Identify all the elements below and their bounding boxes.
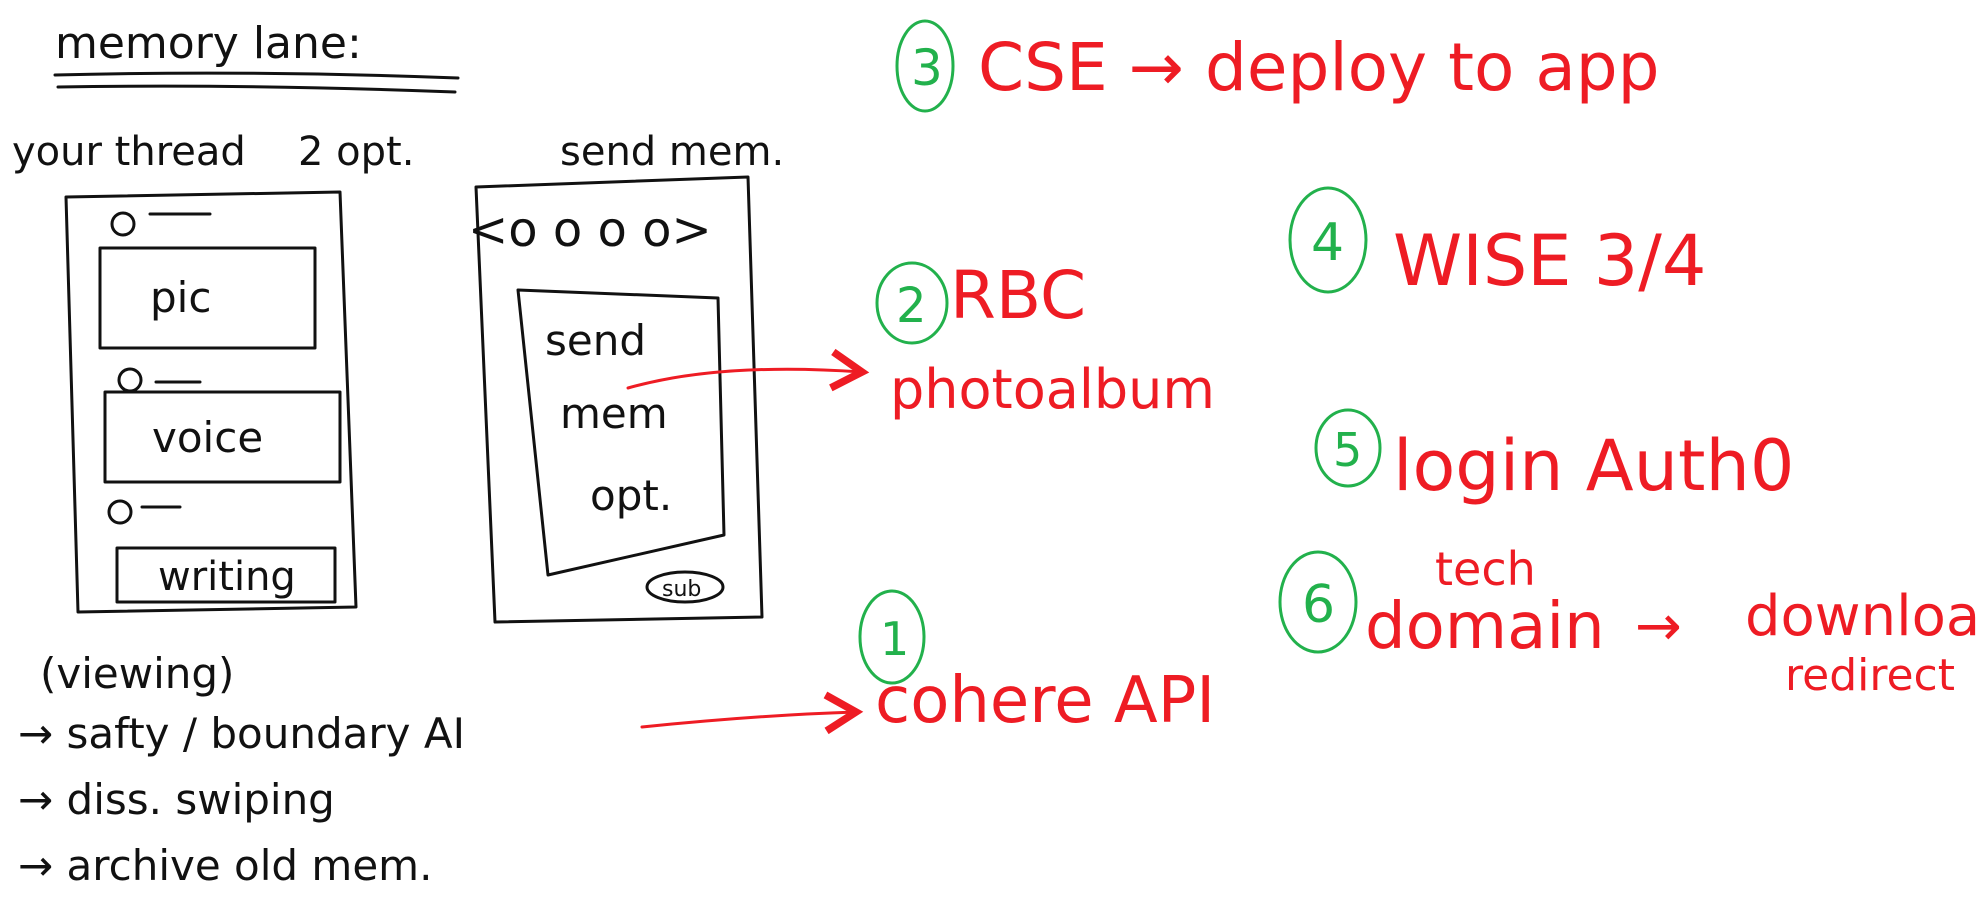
step-6-superscript: tech — [1435, 542, 1536, 596]
your-thread-label: your thread — [12, 129, 246, 175]
title-underline-2 — [56, 84, 457, 94]
step-4-circle — [1288, 186, 1368, 294]
page-title: memory lane: — [55, 18, 362, 69]
step-5-circle — [1314, 408, 1382, 488]
step-2-sub: photoalbum — [890, 358, 1215, 421]
thread-item-pic: pic — [150, 273, 211, 322]
step-1-text: cohere API — [875, 664, 1215, 738]
submit-button — [645, 570, 725, 604]
voice-box — [103, 390, 342, 484]
step-6-text: domain — [1365, 590, 1605, 664]
send-card — [516, 288, 726, 577]
two-opt-label: 2 opt. — [298, 129, 414, 175]
step-6-redirect: redirect — [1785, 650, 1955, 701]
title-underline — [53, 71, 460, 80]
step-3-text: CSE → deploy to app — [978, 29, 1660, 106]
card-line-3: opt. — [590, 471, 672, 520]
arrow-safety-to-cohere — [640, 691, 864, 735]
step-5-text: login Auth0 — [1393, 425, 1794, 507]
thread-item-writing: writing — [158, 554, 296, 600]
thread-phone: pic voice writing — [64, 190, 358, 614]
step-1-circle — [858, 589, 926, 685]
step-4-number: 4 — [1311, 213, 1344, 273]
submit-label: sub — [662, 577, 701, 602]
step-6-download: download — [1745, 584, 1977, 649]
step-3-number: 3 — [911, 39, 943, 97]
step-2-text: RBC — [950, 257, 1086, 334]
card-line-2: mem — [560, 389, 668, 438]
note-1: → safty / boundary AI — [18, 709, 465, 758]
writing-box — [115, 546, 337, 604]
step-3-circle — [895, 19, 955, 113]
step-4-text: WISE 3/4 — [1393, 220, 1706, 302]
step-6-arrow: → — [1635, 594, 1682, 659]
note-3: → archive old mem. — [18, 841, 432, 890]
send-phone: <o o o o> send mem opt. sub — [468, 175, 764, 624]
pic-box — [98, 246, 317, 350]
step-1-number: 1 — [880, 612, 909, 666]
card-line-1: send — [545, 316, 646, 365]
thread-item-voice: voice — [152, 413, 263, 462]
arrow-send-to-photoalbum — [626, 348, 870, 392]
viewing-caption: (viewing) — [40, 649, 234, 698]
step-5-number: 5 — [1333, 423, 1362, 477]
note-2: → diss. swiping — [18, 775, 335, 824]
step-6-number: 6 — [1302, 575, 1335, 635]
step-6-circle — [1278, 550, 1358, 654]
step-2-circle — [875, 261, 949, 345]
step-2-number: 2 — [896, 278, 927, 334]
carousel-dots: <o o o o> — [468, 202, 712, 258]
send-mem-title: send mem. — [560, 129, 784, 175]
